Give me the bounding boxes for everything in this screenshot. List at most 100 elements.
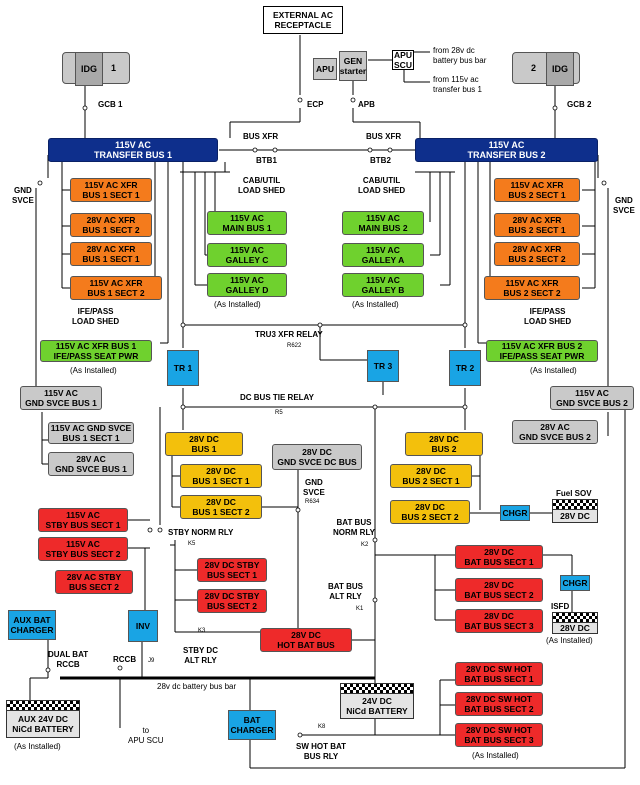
- apu-scu-box: APU SCU: [392, 50, 414, 70]
- stby-dc-alt-rly-label: STBY DC ALT RLY: [183, 646, 218, 665]
- bat-charger: BAT CHARGER: [228, 710, 276, 740]
- r622-label: R622: [287, 343, 302, 349]
- galley-d: 115V AC GALLEY D: [207, 273, 287, 297]
- from-28v-label: from 28v dc battery bus bar: [433, 46, 487, 65]
- to-apu-scu-label: to APU SCU: [128, 726, 164, 745]
- gcb-1-label: GCB 1: [98, 100, 123, 109]
- isfd-battery-label: 28V DC: [560, 623, 590, 633]
- as-installed-galley-d: (As Installed): [214, 300, 261, 309]
- as-installed-ife-1: (As Installed): [70, 366, 117, 375]
- 28v-xfr-bus-2-sect-1: 28V AC XFR BUS 2 SECT 1: [494, 213, 580, 237]
- k1-label: K1: [356, 606, 364, 612]
- aux-bat-charger: AUX BAT CHARGER: [8, 610, 56, 640]
- gnd-svce-dc-label: GND SVCE: [303, 478, 325, 497]
- fuel-sov-label: Fuel SOV: [556, 489, 592, 498]
- r634-label: R634: [305, 499, 320, 505]
- as-installed-galley-b: (As Installed): [352, 300, 399, 309]
- battery-cells-icon: [553, 613, 597, 623]
- xfr-bus-2-sect-1: 115V AC XFR BUS 2 SECT 1: [494, 178, 580, 202]
- gnd-svce-bus-2: 115V AC GND SVCE BUS 2: [550, 386, 634, 410]
- rccb-label: RCCB: [113, 655, 137, 664]
- cab-util-shed-1-label: CAB/UTIL LOAD SHED: [238, 176, 286, 195]
- dual-bat-rccb-label: DUAL BAT RCCB: [48, 650, 89, 669]
- 115v-xfr-bus-2-sect-2: 115V AC XFR BUS 2 SECT 2: [484, 276, 580, 300]
- gen-starter-box: GEN starter: [339, 51, 367, 81]
- ife-pass-seat-pwr-1: 115V AC XFR BUS 1 IFE/PASS SEAT PWR: [40, 340, 152, 362]
- inverter: INV: [128, 610, 158, 642]
- as-installed-aux-battery: (As Installed): [14, 742, 61, 751]
- external-ac-receptacle: EXTERNAL AC RECEPTACLE: [263, 6, 343, 34]
- as-installed-isfd: (As Installed): [546, 636, 593, 645]
- idg-2-core: IDG: [546, 52, 574, 86]
- 115v-xfr-bus-1-sect-2: 115V AC XFR BUS 1 SECT 2: [70, 276, 162, 300]
- gnd-svce-right-label: GND SVCE: [613, 196, 635, 215]
- fuel-sov-battery: 28V DC: [552, 499, 598, 523]
- bat-bus-norm-rly-label: BAT BUS NORM RLY: [333, 518, 375, 537]
- bat-bus-alt-rly-label: BAT BUS ALT RLY: [328, 582, 363, 601]
- 115v-ac-stby-bus-sect-1: 115V AC STBY BUS SECT 1: [38, 508, 128, 532]
- battery-cells-icon: [7, 701, 79, 711]
- fuel-sov-battery-label: 28V DC: [560, 511, 590, 521]
- idg-1: IDG 1: [62, 52, 130, 86]
- 28v-ac-stby-bus-sect-2: 28V AC STBY BUS SECT 2: [55, 570, 133, 594]
- battery-cells-icon: [553, 500, 597, 510]
- tr-1: TR 1: [167, 350, 199, 386]
- aux-battery-label: AUX 24V DC NiCd BATTERY: [12, 714, 74, 734]
- 28v-xfr-bus-2-sect-2: 28V AC XFR BUS 2 SECT 2: [494, 242, 580, 266]
- 28v-dc-bus-1: 28V DC BUS 1: [165, 432, 243, 456]
- btb2-label: BTB2: [370, 156, 391, 165]
- idg-2-number: 2: [531, 63, 537, 73]
- as-installed-ife-2: (As Installed): [530, 366, 577, 375]
- 28v-dc-bat-bus-sect-2: 28V DC BAT BUS SECT 2: [455, 578, 543, 602]
- main-bus-1: 115V AC MAIN BUS 1: [207, 211, 287, 235]
- 28v-ac-gnd-svce-bus-1: 28V AC GND SVCE BUS 1: [48, 452, 134, 476]
- apu-box: APU: [313, 58, 337, 80]
- 28v-dc-stby-bus-sect-2: 28V DC STBY BUS SECT 2: [197, 589, 267, 613]
- 28v-xfr-bus-1-sect-2: 28V AC XFR BUS 1 SECT 2: [70, 213, 152, 237]
- 115v-ac-gnd-svce-bus-1-sect-1: 115V AC GND SVCE BUS 1 SECT 1: [48, 422, 134, 444]
- chgr-1: CHGR: [500, 505, 530, 521]
- gnd-svce-bus-1: 115V AC GND SVCE BUS 1: [20, 386, 102, 410]
- isfd-battery: 28V DC: [552, 612, 598, 634]
- from-115v-label: from 115v ac transfer bus 1: [433, 75, 482, 94]
- 28v-xfr-bus-1-sect-1: 28V AC XFR BUS 1 SECT 1: [70, 242, 152, 266]
- 28v-dc-sw-hot-bat-bus-sect-3: 28V DC SW HOT BAT BUS SECT 3: [455, 723, 543, 747]
- gnd-svce-left-label: GND SVCE: [12, 186, 34, 205]
- ife-pass-shed-1-label: IFE/PASS LOAD SHED: [72, 307, 120, 326]
- 28v-dc-stby-bus-sect-1: 28V DC STBY BUS SECT 1: [197, 558, 267, 582]
- idg-2: 2 IDG: [512, 52, 580, 86]
- k2-label: K2: [361, 542, 369, 548]
- stby-norm-rly-label: STBY NORM RLY: [168, 528, 234, 537]
- galley-c: 115V AC GALLEY C: [207, 243, 287, 267]
- r5-label: R5: [275, 410, 283, 416]
- aux-battery: AUX 24V DC NiCd BATTERY: [6, 700, 80, 738]
- galley-b: 115V AC GALLEY B: [342, 273, 424, 297]
- 28v-dc-sw-hot-bat-bus-sect-1: 28V DC SW HOT BAT BUS SECT 1: [455, 662, 543, 686]
- tru3-xfr-relay-label: TRU3 XFR RELAY: [255, 330, 323, 339]
- bus-xfr-2-label: BUS XFR: [366, 132, 402, 141]
- idg-1-core: IDG: [75, 52, 103, 86]
- 28v-dc-bus-2-sect-2: 28V DC BUS 2 SECT 2: [390, 500, 470, 524]
- battery-cells-icon: [341, 684, 413, 694]
- ife-pass-seat-pwr-2: 115V AC XFR BUS 2 IFE/PASS SEAT PWR: [486, 340, 598, 362]
- as-installed-sw-hot: (As Installed): [472, 751, 519, 760]
- main-bus-2: 115V AC MAIN BUS 2: [342, 211, 424, 235]
- isfd-label: ISFD: [551, 602, 570, 611]
- 28v-ac-gnd-svce-bus-2: 28V AC GND SVCE BUS 2: [512, 420, 598, 444]
- main-battery: 24V DC NiCd BATTERY: [340, 683, 414, 719]
- transfer-bus-1: 115V AC TRANSFER BUS 1: [48, 138, 218, 162]
- 28v-dc-bus-2: 28V DC BUS 2: [405, 432, 483, 456]
- galley-a: 115V AC GALLEY A: [342, 243, 424, 267]
- btb1-label: BTB1: [256, 156, 277, 165]
- chgr-2: CHGR: [560, 575, 590, 591]
- battery-bus-bar-label: 28v dc battery bus bar: [157, 682, 237, 691]
- 28v-dc-hot-bat-bus: 28V DC HOT BAT BUS: [260, 628, 352, 652]
- sw-hot-bat-bus-rly-label: SW HOT BAT BUS RLY: [296, 742, 347, 761]
- k3-label: K3: [198, 628, 206, 634]
- ecp-label: ECP: [307, 100, 324, 109]
- 28v-dc-sw-hot-bat-bus-sect-2: 28V DC SW HOT BAT BUS SECT 2: [455, 692, 543, 716]
- 28v-dc-bus-1-sect-1: 28V DC BUS 1 SECT 1: [180, 464, 262, 488]
- apb-label: APB: [358, 100, 375, 109]
- bus-xfr-1-label: BUS XFR: [243, 132, 279, 141]
